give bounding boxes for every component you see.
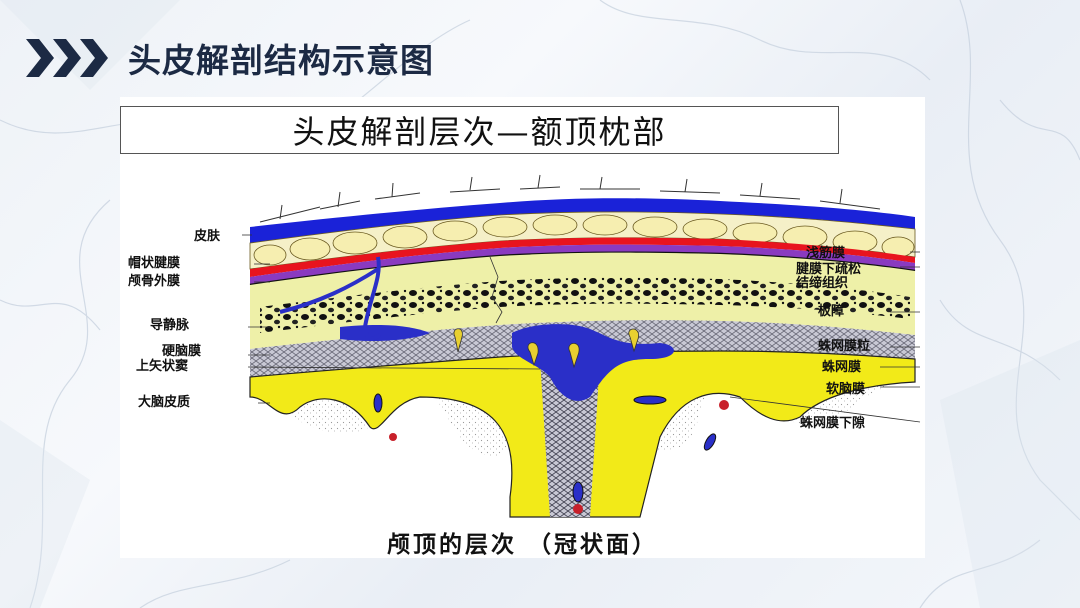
label-emissary-vein: 导静脉	[150, 318, 190, 333]
figure-title: 头皮解剖层次—额顶枕部	[292, 113, 667, 151]
label-arachnoid: 蛛网膜	[822, 360, 862, 375]
emissary-vein	[279, 256, 382, 341]
label-dura: 硬脑膜	[162, 344, 202, 359]
label-cerebral-cortex: 大脑皮质	[138, 395, 191, 410]
scalp-layers-diagram	[242, 174, 921, 518]
label-subaponeurotic-tissue: 腱膜下疏松	[796, 262, 862, 277]
superior-sagittal-sinus	[512, 324, 674, 401]
label-subarachnoid-space: 蛛网膜下隙	[800, 416, 866, 431]
figure-title-box: 头皮解剖层次—额顶枕部	[120, 106, 839, 154]
skin-layer	[250, 198, 915, 243]
galea-layer	[250, 237, 915, 277]
label-superior-sagittal-sinus: 上矢状窦	[136, 359, 189, 374]
label-subaponeurotic-tissue-2: 结缔组织	[796, 276, 849, 291]
label-galea: 帽状腱膜	[128, 256, 181, 271]
figure-caption: 颅顶的层次 （冠状面）	[386, 531, 658, 558]
triple-chevron-right-icon	[26, 39, 108, 77]
label-skin: 皮肤	[194, 229, 221, 244]
slide-title: 头皮解剖结构示意图	[128, 41, 434, 80]
label-pericranium: 颅骨外膜	[128, 274, 181, 289]
label-pia-mater: 软脑膜	[826, 382, 866, 397]
figure-panel: 头皮解剖层次—额顶枕部	[120, 97, 925, 558]
label-arachnoid-granulation: 蛛网膜粒	[818, 339, 871, 354]
label-diploe: 板障	[818, 304, 845, 319]
label-superficial-fascia: 浅筋膜	[806, 246, 846, 261]
diploe-region	[260, 277, 910, 333]
slide-header: 头皮解剖结构示意图	[26, 36, 434, 80]
superficial-fascia-layer	[249, 211, 916, 270]
